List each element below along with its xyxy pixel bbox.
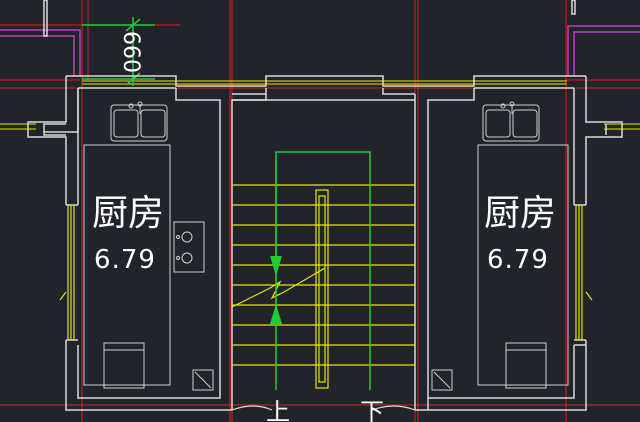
stair-break-line: [231, 267, 326, 308]
left-stove-icon: [173, 221, 205, 273]
corner-blocks: [43, 0, 576, 37]
magenta-lines: [0, 25, 640, 76]
arrow-down-icon: [270, 256, 282, 276]
wall-notches: [43, 123, 607, 136]
dimension-value: 660: [118, 31, 143, 73]
stair-treads: [232, 184, 415, 389]
dimension-660: 660: [82, 17, 155, 86]
right-kitchen-fixtures: [431, 101, 569, 391]
stair-direction: [275, 151, 371, 390]
left-fridge-icon: [103, 342, 145, 389]
room-name-left: 厨房: [92, 193, 164, 234]
right-fridge-icon: [505, 342, 547, 389]
walls: [27, 75, 623, 411]
stair-down-label: 下: [360, 398, 384, 422]
left-counter: [83, 144, 171, 386]
right-sink-icon: [482, 104, 540, 142]
left-sink-icon: [110, 104, 168, 142]
arrow-up-icon: [270, 304, 282, 324]
stair-handrail: [315, 189, 329, 389]
top-yellow-lines: [0, 80, 640, 130]
right-counter: [477, 144, 569, 386]
side-openings: [59, 205, 593, 340]
room-area-left: 6.79: [94, 245, 156, 275]
stair-up-label: 上: [266, 398, 290, 422]
room-name-right: 厨房: [484, 193, 556, 234]
door-swings: [231, 405, 416, 411]
arrow-icons: [270, 256, 282, 324]
left-kitchen-fixtures: [83, 101, 214, 391]
room-area-right: 6.79: [487, 245, 549, 275]
